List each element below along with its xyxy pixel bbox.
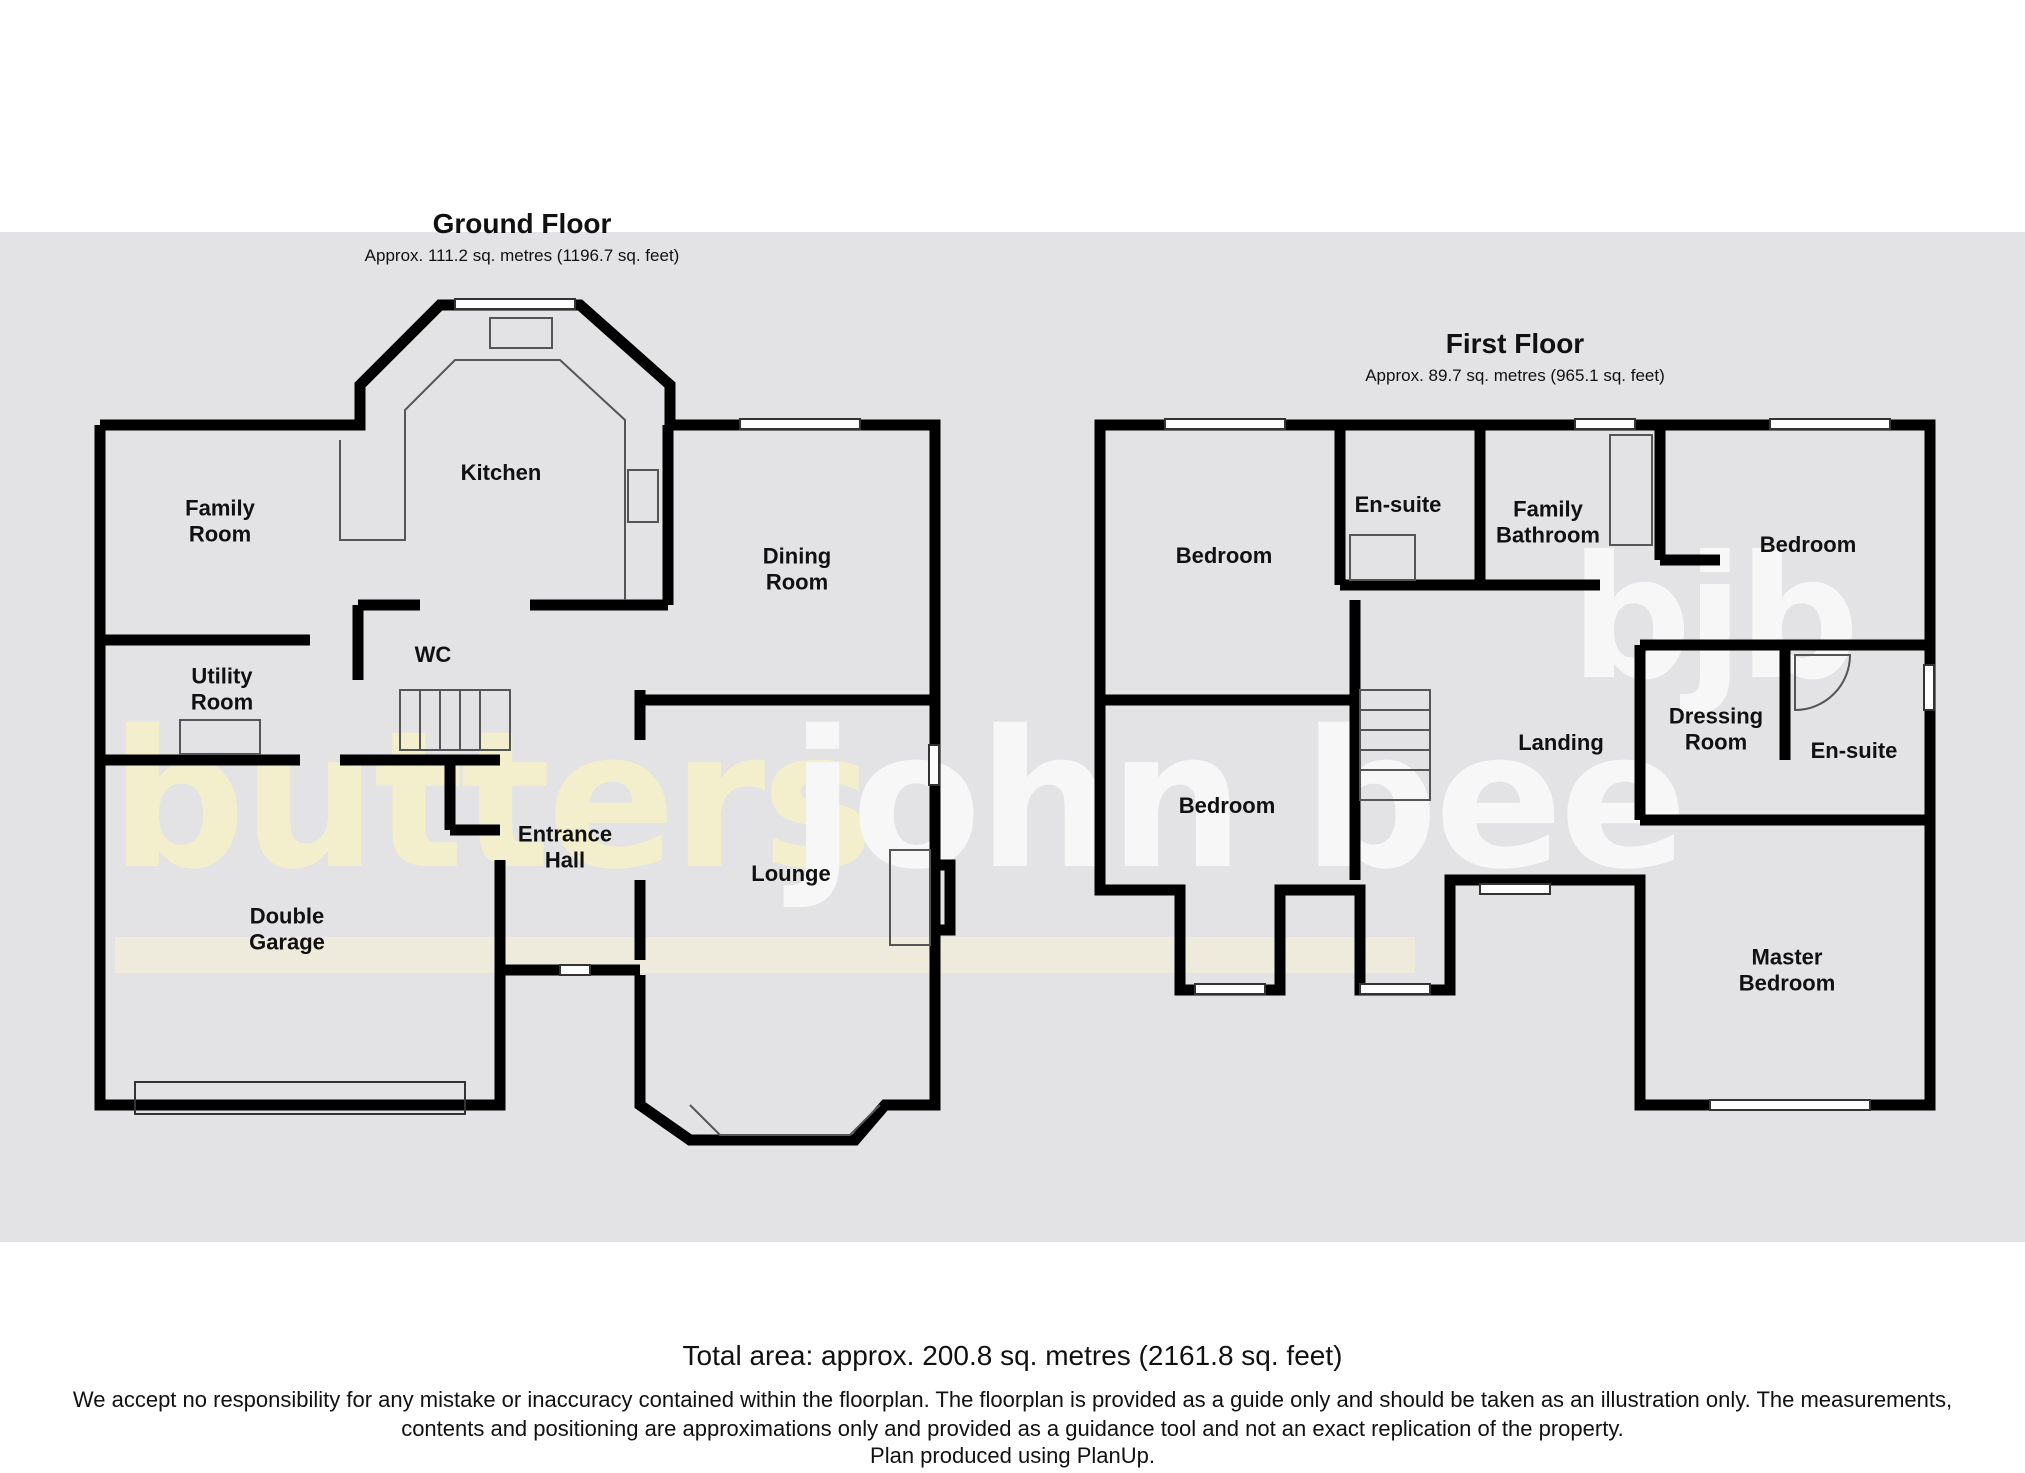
room-landing: Landing [1518,729,1604,755]
ground-stairs [399,689,511,751]
plan-background [0,232,2025,1242]
room-master-bedroom: Master Bedroom [1738,944,1836,996]
watermark-underline [115,937,1415,973]
room-ensuite-2: En-suite [1810,737,1898,763]
ensuite2-shower [1794,654,1852,712]
first-floor-fixtures [1349,434,1852,801]
ground-floor-fixtures [134,317,931,1136]
first-floor-title: First Floor [1445,328,1585,359]
lounge-bay-window [689,1104,881,1136]
total-area: Total area: approx. 200.8 sq. metres (21… [682,1340,1343,1371]
kitchen-counter [339,359,626,600]
windows [454,298,1935,1111]
disclaimer-text: We accept no responsibility for any mist… [72,1387,1953,1441]
room-utility-room: Utility Room [190,663,254,715]
first-stairs [1359,689,1431,801]
room-bedroom-2: Bedroom [1759,531,1857,557]
garage-door [134,1081,466,1115]
room-wc: WC [414,641,452,667]
room-double-garage: Double Garage [249,903,325,955]
room-bedroom-3: Bedroom [1178,792,1276,818]
room-dressing-room: Dressing Room [1668,703,1764,755]
room-kitchen: Kitchen [460,459,542,485]
lounge-fireplace [889,849,931,946]
room-family-room: Family Room [185,495,255,547]
watermark-brand-yellow: butters [110,690,875,911]
family-bath [1609,434,1653,546]
room-entrance-hall: Entrance Hall [517,821,613,873]
kitchen-hob [627,469,659,523]
ground-floor-plan [94,299,956,1146]
ground-chimney-box [935,859,956,936]
room-bedroom-1: Bedroom [1175,542,1273,568]
room-lounge: Lounge [751,860,831,886]
plan-credit: Plan produced using PlanUp. [870,1443,1155,1468]
watermark-monogram: bjb [1570,520,1860,718]
ground-outer-wall-north [100,299,941,1146]
room-family-bathroom: Family Bathroom [1496,496,1600,548]
ground-hall-front [514,964,640,976]
ground-floor-area: Approx. 111.2 sq. metres (1196.7 sq. fee… [364,246,680,265]
kitchen-sink [489,317,553,349]
first-floor-area: Approx. 89.7 sq. metres (965.1 sq. feet) [1365,366,1665,385]
room-dining-room: Dining Room [762,543,832,595]
ensuite-shower [1349,534,1416,581]
ground-floor-title: Ground Floor [432,208,612,239]
utility-counter [179,719,261,755]
room-ensuite-1: En-suite [1354,491,1442,517]
